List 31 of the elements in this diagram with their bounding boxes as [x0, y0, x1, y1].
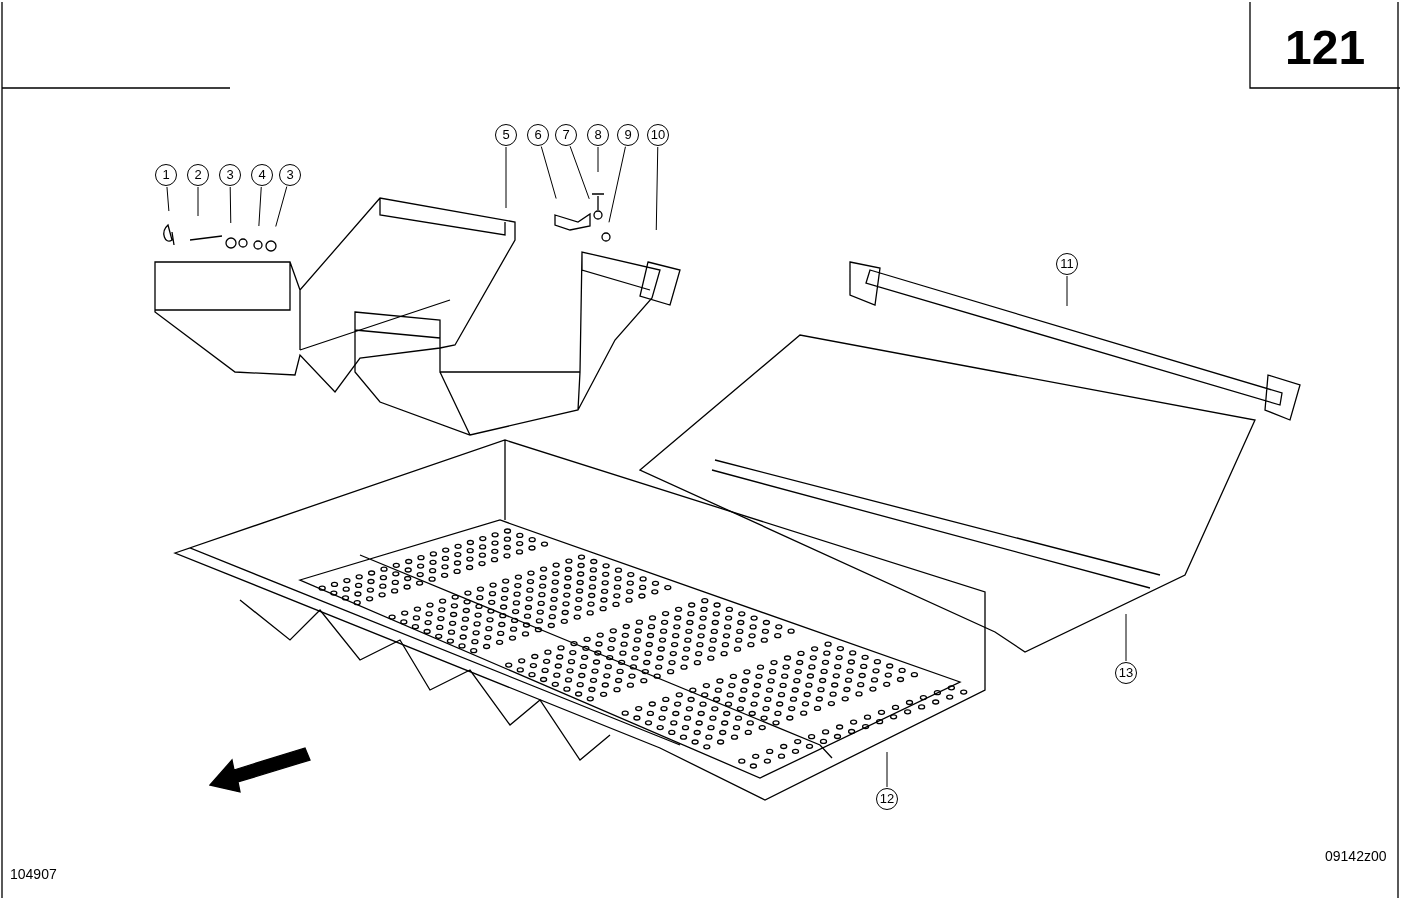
callout-number: 3	[279, 164, 301, 186]
leader-line	[229, 186, 232, 224]
leader-line	[540, 146, 557, 200]
leader-line	[197, 186, 199, 217]
callout-number: 7	[555, 124, 577, 146]
leader-line	[1125, 613, 1127, 662]
callout-number: 1	[155, 164, 177, 186]
page-number: 121	[1285, 20, 1366, 75]
callout-number: 11	[1056, 253, 1078, 275]
callout-number: 10	[647, 124, 669, 146]
callout-number: 3	[219, 164, 241, 186]
leader-line	[166, 186, 170, 212]
callout-number: 12	[876, 788, 898, 810]
leader-line	[569, 145, 590, 200]
callout-number: 13	[1115, 662, 1137, 684]
callout-number: 8	[587, 124, 609, 146]
callout-number: 4	[251, 164, 273, 186]
callout-number: 6	[527, 124, 549, 146]
leader-line	[258, 186, 262, 227]
leader-line	[655, 146, 659, 231]
leader-line	[608, 146, 626, 223]
callout-number: 2	[187, 164, 209, 186]
leader-line	[505, 146, 507, 209]
leader-line	[886, 751, 888, 788]
callout-number: 9	[617, 124, 639, 146]
callout-number: 5	[495, 124, 517, 146]
drawing-number: 104907	[10, 866, 57, 882]
leader-line	[1066, 275, 1068, 307]
leader-line	[275, 186, 288, 227]
leader-line	[597, 146, 599, 173]
reference-code: 09142z00	[1325, 848, 1387, 864]
